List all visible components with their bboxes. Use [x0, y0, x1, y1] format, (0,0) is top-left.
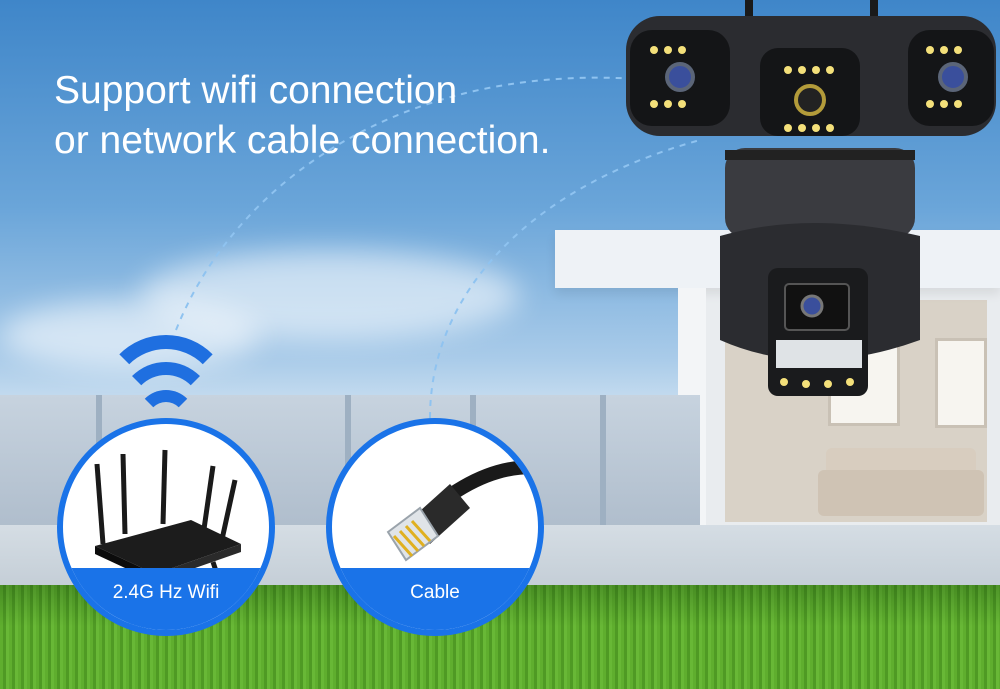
cable-option: Cable: [326, 418, 544, 636]
security-camera-icon: [626, 0, 996, 396]
headline-line-1: Support wifi connection: [54, 69, 458, 112]
ethernet-cable-icon: [386, 460, 538, 562]
wifi-option: 2.4G Hz Wifi: [57, 418, 275, 636]
wall-art: [935, 338, 987, 428]
cable-option-label: Cable: [332, 568, 538, 630]
sofa-seat: [818, 470, 984, 516]
headline-line-2: or network cable connection.: [54, 119, 551, 162]
fence-post: [600, 395, 606, 535]
cable-signal-path: [429, 139, 701, 419]
headline: Support wifi connection or network cable…: [54, 66, 550, 166]
wifi-signal-path: [175, 76, 651, 331]
router-icon: [94, 449, 241, 582]
wifi-option-label: 2.4G Hz Wifi: [63, 568, 269, 630]
